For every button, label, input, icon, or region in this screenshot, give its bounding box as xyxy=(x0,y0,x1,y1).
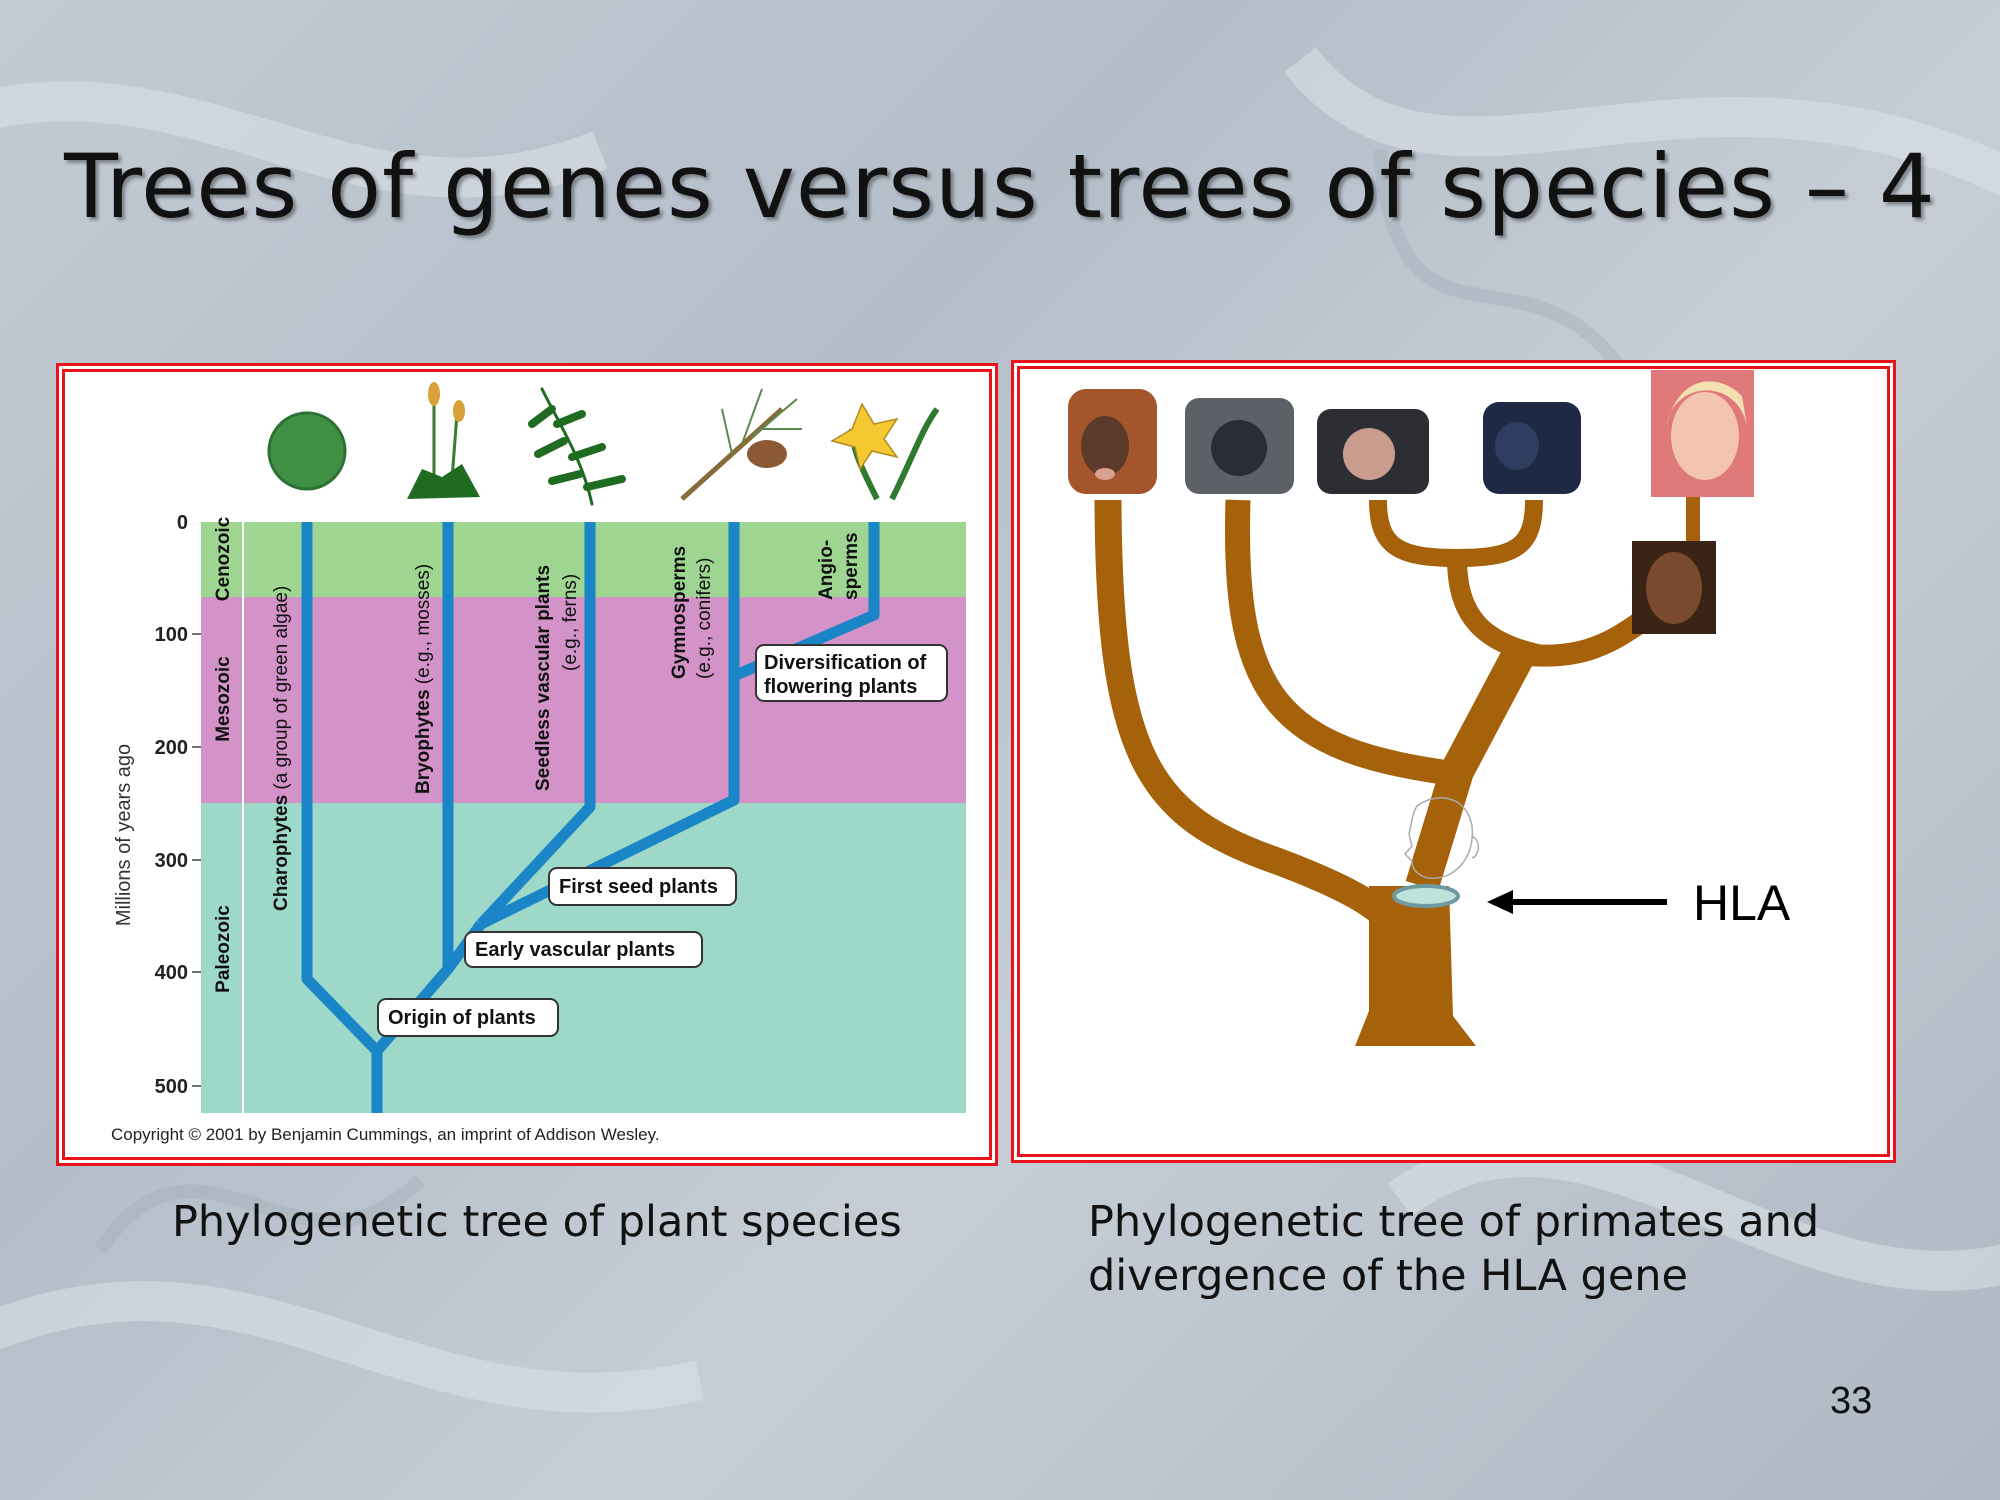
primate-tree-caption: Phylogenetic tree of primates and diverg… xyxy=(1088,1197,1820,1301)
y-tick-300: 300 xyxy=(155,850,188,872)
branch-orangutan xyxy=(1094,499,1421,954)
svg-text:First seed plants: First seed plants xyxy=(559,876,718,898)
callout-early-vascular: Early vascular plants xyxy=(464,931,703,968)
callout-first-seed: First seed plants xyxy=(548,867,737,906)
branch-seedless xyxy=(476,522,596,928)
label-gymnosperms: Gymnosperms xyxy=(669,546,690,679)
era-cenozoic: Cenozoic xyxy=(213,516,234,601)
cenozoic-band xyxy=(201,522,966,597)
chimpanzee-photo xyxy=(1317,409,1429,494)
svg-text:Early vascular plants: Early vascular plants xyxy=(475,939,675,961)
copyright-text: Copyright © 2001 by Benjamin Cummings, a… xyxy=(111,1125,660,1144)
y-tick-400: 400 xyxy=(155,962,188,984)
plant-tree-diagram: Millions of years ago 0 100 200 300 400 … xyxy=(111,382,966,1144)
daffodil-icon xyxy=(830,402,940,501)
tree-trunk xyxy=(1355,886,1476,1046)
label-bryophytes: Bryophytes (e.g., mosses) xyxy=(413,564,434,794)
branch-chimp-bonobo xyxy=(1369,499,1543,568)
pine-icon xyxy=(680,388,802,501)
svg-text:flowering plants: flowering plants xyxy=(764,676,917,698)
neanderthal-photo xyxy=(1632,541,1716,634)
label-charophytes: Charophytes (a group of green algae) xyxy=(271,586,292,911)
era-mesozoic: Mesozoic xyxy=(213,656,234,742)
bonobo-photo xyxy=(1483,402,1581,494)
y-axis-label: Millions of years ago xyxy=(113,744,135,926)
label-angio-1: Angio- xyxy=(816,540,837,600)
branch-pan-stem xyxy=(1447,557,1549,666)
label-angio-2: sperms xyxy=(841,532,862,600)
plant-tree-caption: Phylogenetic tree of plant species xyxy=(172,1197,902,1247)
branch-gorilla xyxy=(1225,499,1459,787)
slide-title: Trees of genes versus trees of species –… xyxy=(64,135,1936,238)
branch-charophytes xyxy=(301,522,383,1113)
plant-tree-figure: Millions of years ago 0 100 200 300 400 … xyxy=(62,369,992,1160)
branch-hominin xyxy=(1515,612,1649,667)
label-seedless-note: (e.g., ferns) xyxy=(560,574,581,671)
primate-tree-diagram: HLA xyxy=(1068,370,1791,1046)
y-tick-100: 100 xyxy=(155,624,188,646)
label-gymnosperms-note: (e.g., conifers) xyxy=(694,558,715,679)
hla-gene-marker xyxy=(1392,884,1460,908)
green-algae-icon xyxy=(267,411,347,491)
y-tick-200: 200 xyxy=(155,737,188,759)
page-number: 33 xyxy=(1830,1380,1873,1422)
hla-arrow xyxy=(1487,890,1667,914)
svg-text:Diversification of: Diversification of xyxy=(764,652,927,674)
callout-origin: Origin of plants xyxy=(377,998,559,1037)
ancestor-head-sketch xyxy=(1403,797,1480,880)
svg-text:Origin of plants: Origin of plants xyxy=(388,1007,536,1029)
label-seedless: Seedless vascular plants xyxy=(533,565,554,791)
branch-hominoid-stem xyxy=(1405,650,1533,891)
gorilla-photo xyxy=(1185,398,1294,494)
fern-icon xyxy=(528,387,626,506)
callout-diversification: Diversification of flowering plants xyxy=(755,644,948,702)
human-photo xyxy=(1651,370,1754,497)
moss-icon xyxy=(407,382,480,499)
hla-label: HLA xyxy=(1693,875,1791,931)
y-tick-0: 0 xyxy=(177,512,188,534)
primate-tree-figure: HLA xyxy=(1017,366,1890,1157)
y-tick-500: 500 xyxy=(155,1076,188,1098)
era-paleozoic: Paleozoic xyxy=(213,905,234,993)
orangutan-photo xyxy=(1068,389,1157,494)
